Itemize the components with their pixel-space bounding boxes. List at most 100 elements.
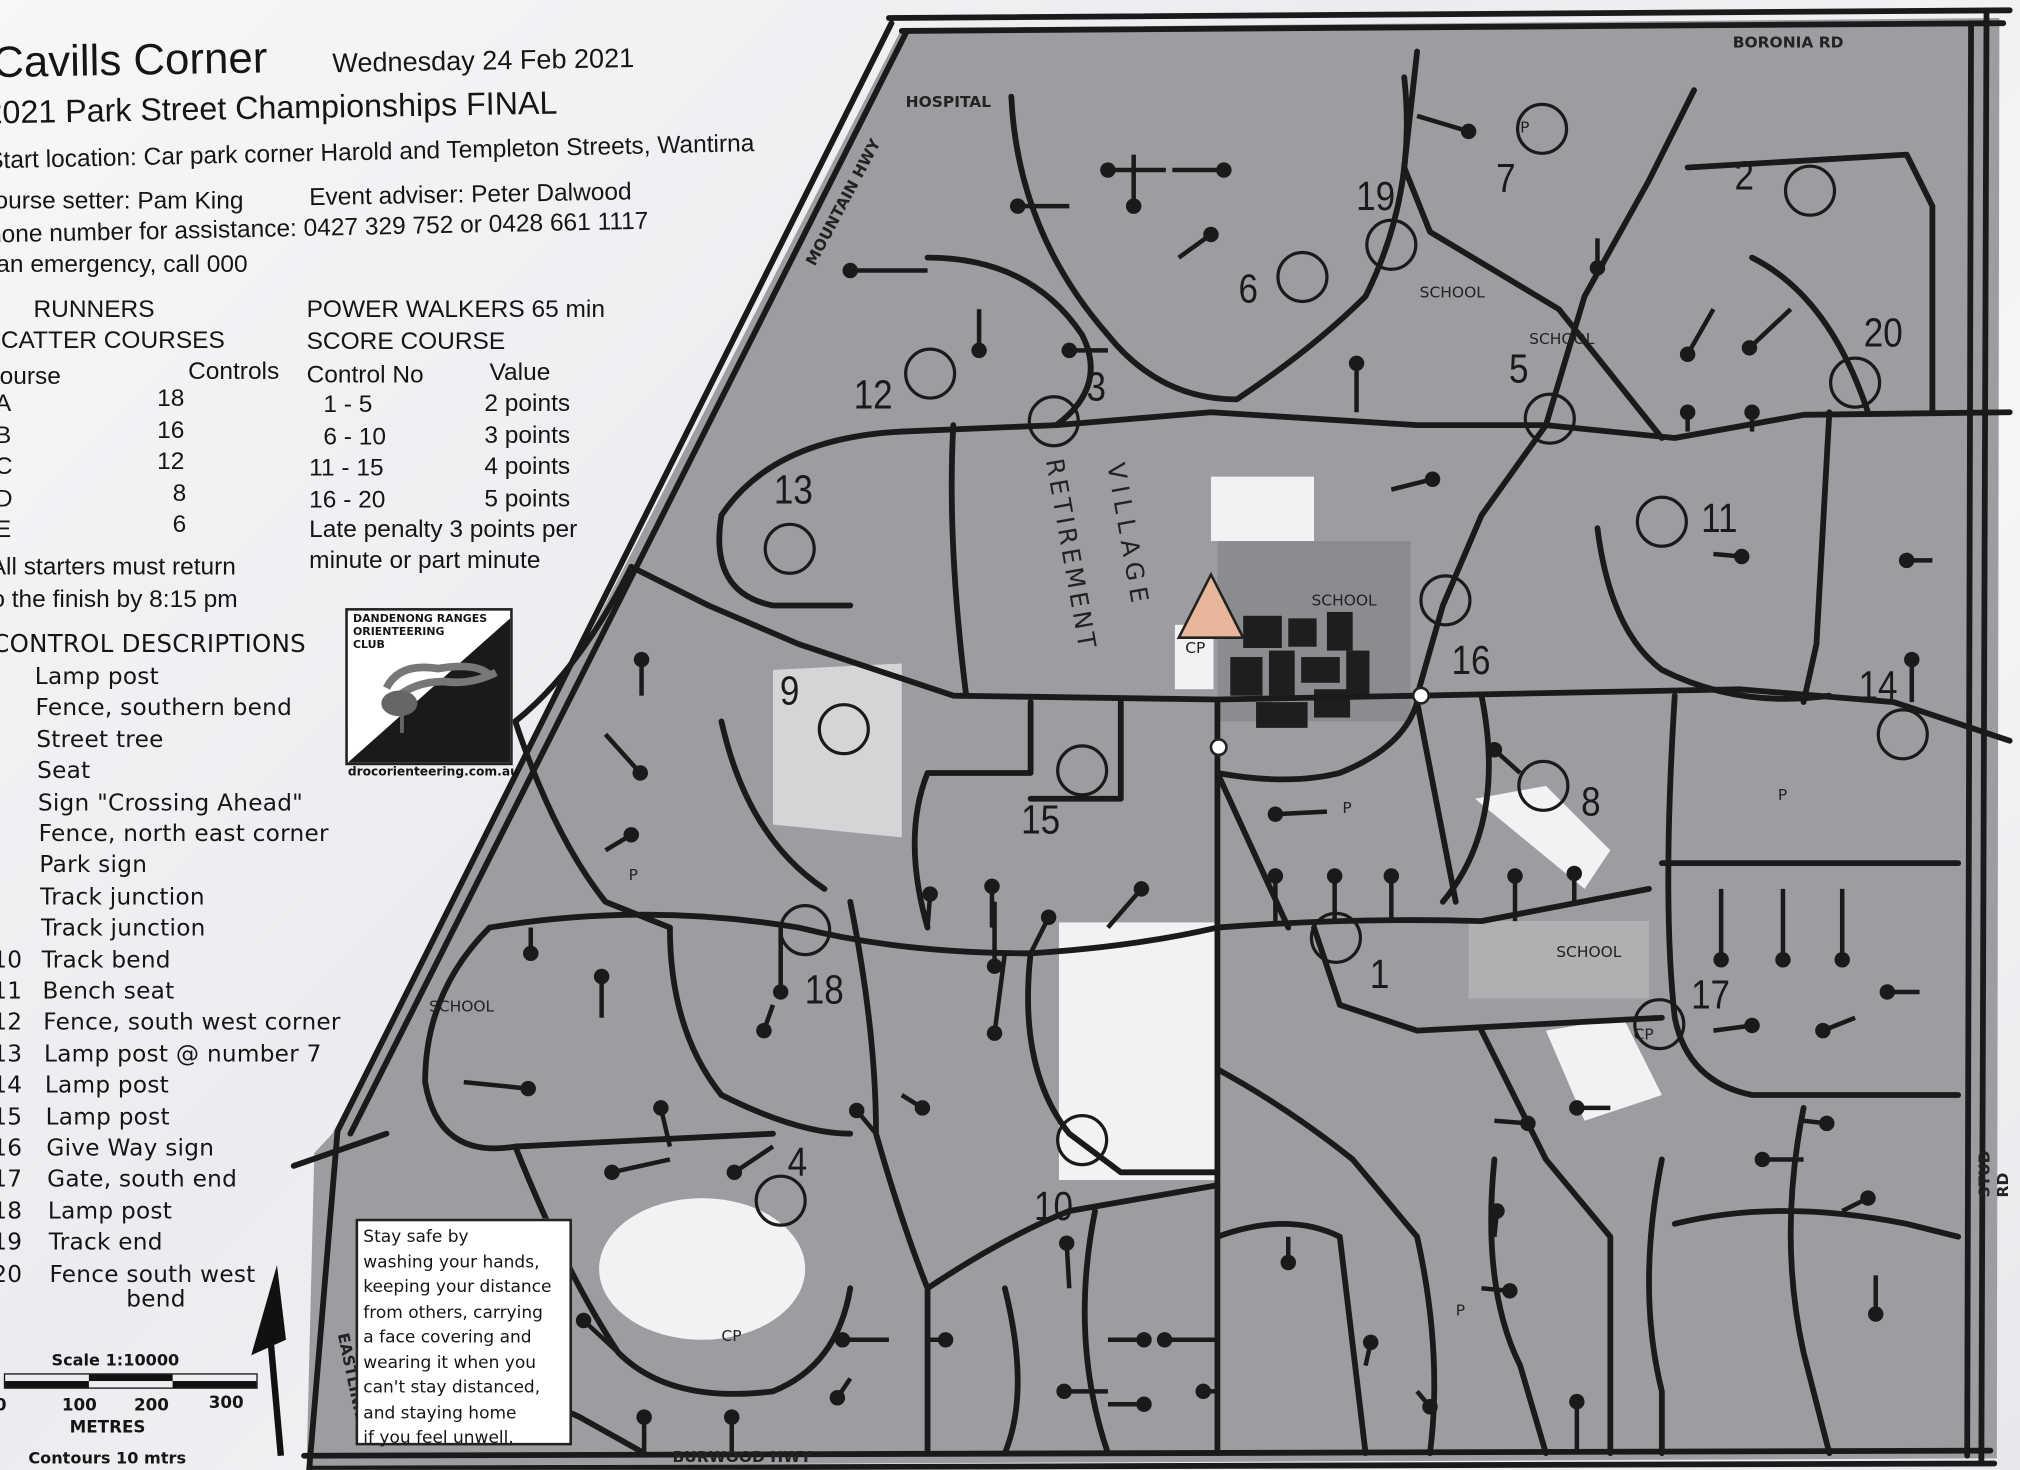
control-number-11: 11: [1701, 494, 1738, 542]
control-description-text: Lamp post: [45, 1103, 170, 1131]
cul-de-sac-end: [1898, 552, 1915, 569]
course-controls: 8: [172, 479, 187, 507]
dead-end-stubs: [463, 113, 1933, 1454]
control-description-text: Fence, southern bend: [35, 694, 293, 722]
control-description-number: 10: [0, 946, 23, 974]
cul-de-sac-end: [1502, 1283, 1518, 1299]
cul-de-sac-end: [1679, 404, 1696, 420]
cul-de-sac-end: [986, 1025, 1003, 1041]
label-school: SCHOOL: [1311, 591, 1377, 610]
control-circle-20: [1829, 356, 1882, 409]
label-school: SCHOOL: [1529, 329, 1595, 348]
cul-de-sac-end: [1125, 198, 1142, 214]
cul-de-sac-end: [1867, 1306, 1884, 1322]
cul-de-sac-end: [1741, 340, 1758, 356]
cul-de-sac-end: [1195, 1383, 1211, 1400]
control-range: 6 - 10: [323, 423, 386, 451]
control-circle-7: [1515, 102, 1569, 155]
control-description-text: Track bend: [41, 946, 171, 974]
control-description-text: Give Way sign: [46, 1134, 215, 1163]
cul-de-sac-end: [1136, 1332, 1152, 1348]
control-description-number: 14: [0, 1072, 23, 1100]
control-description-text: Track end: [48, 1229, 163, 1257]
control-circle-13: [763, 522, 816, 575]
control-circle-10: [1056, 1114, 1109, 1167]
label-parking: P: [1342, 798, 1352, 817]
control-description-number: 17: [0, 1166, 23, 1194]
control-description-number: 16: [0, 1134, 23, 1163]
notice-line: wearing it when you: [363, 1353, 537, 1373]
cul-de-sac-end: [623, 827, 639, 843]
control-circle-14: [1876, 708, 1929, 761]
control-circle-8: [1517, 759, 1570, 812]
control-number-5: 5: [1508, 345, 1529, 392]
control-value: 5 points: [484, 485, 571, 513]
label-car-park: CP: [1633, 1025, 1654, 1044]
control-circle-9: [817, 703, 870, 756]
control-number-8: 8: [1581, 778, 1601, 825]
cul-de-sac-road: [1106, 887, 1144, 930]
notice-line: Stay safe by: [363, 1227, 469, 1248]
control-circle-2: [1783, 164, 1837, 217]
course-letter: A: [0, 390, 11, 418]
lyrebird-logo-icon: [347, 618, 511, 763]
cul-de-sac-end: [1879, 984, 1896, 1000]
cul-de-sac-end: [1679, 346, 1696, 363]
cul-de-sac-end: [523, 945, 539, 962]
control-value: 4 points: [484, 453, 571, 481]
control-description-number: 20: [0, 1260, 23, 1288]
runners-heading: RUNNERS: [33, 296, 155, 324]
club-website[interactable]: drocorienteering.com.au: [347, 765, 519, 780]
control-number-9: 9: [779, 667, 800, 714]
scatter-courses-heading: SCATTER COURSES: [0, 327, 225, 355]
cul-de-sac-road: [992, 953, 1008, 1034]
cul-de-sac-end: [1348, 355, 1365, 372]
cul-de-sac-end: [1520, 1115, 1536, 1132]
control-circle-16: [1419, 574, 1472, 627]
emergency-note: In an emergency, call 000: [0, 251, 248, 279]
course-column-header: Course: [0, 363, 61, 391]
cul-de-sac-road: [1416, 113, 1470, 134]
cul-de-sac-end: [1507, 868, 1523, 884]
control-number-3: 3: [1086, 363, 1106, 410]
cul-de-sac-end: [756, 1022, 772, 1039]
cul-de-sac-end: [1754, 1151, 1771, 1168]
control-description-text: Gate, south end: [47, 1166, 238, 1194]
covid-safety-notice: Stay safe by washing your hands, keeping…: [355, 1218, 572, 1448]
control-description-text: Street tree: [36, 726, 164, 754]
control-number-2: 2: [1734, 152, 1754, 199]
cul-de-sac-end: [1744, 404, 1760, 420]
scale-tick: 0: [0, 1396, 7, 1415]
label-car-park: CP: [1185, 638, 1206, 658]
label-car-park: CP: [721, 1326, 742, 1345]
cul-de-sac-end: [1589, 260, 1606, 276]
control-description-text: Track junction: [40, 914, 206, 942]
notice-line: and staying home: [363, 1403, 517, 1423]
cul-de-sac-road: [733, 1144, 775, 1175]
scale-tick: 100: [61, 1396, 97, 1416]
control-circle-17: [1633, 998, 1686, 1051]
cul-de-sac-end: [632, 765, 648, 781]
cul-de-sac-end: [726, 1164, 743, 1181]
buildings: [1230, 611, 1370, 728]
control-number-13: 13: [773, 466, 813, 513]
cul-de-sac-end: [593, 968, 610, 985]
club-name: DANDENONG RANGES ORIENTEERING CLUB: [353, 613, 487, 652]
cul-de-sac-end: [1775, 952, 1791, 968]
cul-de-sac-end: [1267, 806, 1284, 822]
north-arrow-icon: [251, 1265, 286, 1356]
control-circles: [754, 102, 1929, 1227]
cul-de-sac-end: [1056, 1383, 1072, 1400]
controls-column-header: Controls: [188, 358, 280, 386]
cul-de-sac-end: [1058, 1235, 1075, 1251]
control-descriptions-heading: CONTROL DESCRIPTIONS: [0, 629, 306, 659]
cul-de-sac-end: [1100, 162, 1116, 178]
cul-de-sac-end: [1819, 1115, 1835, 1132]
club-name-line: ORIENTEERING: [352, 626, 445, 639]
control-number-4: 4: [787, 1138, 808, 1186]
notice-line: if you feel unwell.: [363, 1428, 514, 1449]
cul-de-sac-end: [1566, 865, 1582, 882]
control-circle-15: [1056, 744, 1109, 797]
roads: [290, 7, 2013, 1470]
control-number-7: 7: [1496, 154, 1516, 201]
